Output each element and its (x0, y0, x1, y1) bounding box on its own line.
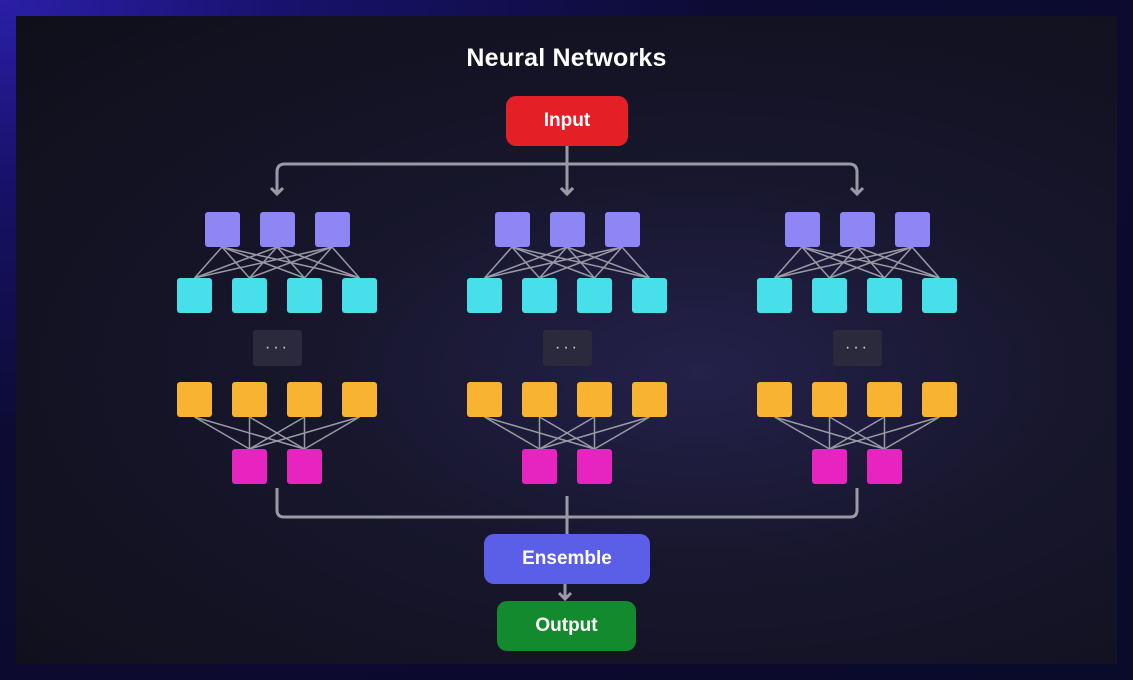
network-3-edge-l3-l4 (774, 416, 830, 450)
network-3-edge-l1-l2 (774, 246, 913, 279)
network-2-edge-l3-l4 (539, 416, 650, 450)
network-3-layer3-node-1 (757, 382, 792, 417)
network-1-layer3-node-3 (287, 382, 322, 417)
network-3-edge-l1-l2 (773, 246, 803, 279)
network-1-layer4-node-1 (232, 449, 267, 484)
network-1-edge-l1-l2 (193, 246, 223, 279)
network-3-layer2-node-2 (812, 278, 847, 313)
network-1-layer3-node-1 (177, 382, 212, 417)
network-1-edge-l3-l4 (249, 416, 305, 450)
network-3-layer1-node-1 (784, 212, 820, 247)
network-2-layer2-node-4 (632, 278, 667, 313)
network-1-layer2-node-2 (232, 278, 267, 313)
network-1-layer1-node-2 (259, 212, 295, 247)
network-1-layer3-node-4 (342, 382, 377, 417)
network-3-layer1-node-2 (839, 212, 875, 247)
network-1-layer2-node-3 (287, 278, 322, 313)
network-3-edge-l1-l2 (883, 246, 913, 279)
network-1-edge-l3-l4 (249, 416, 360, 450)
network-2-edge-l1-l2 (483, 246, 513, 279)
network-2-ellipsis: ··· (543, 330, 592, 366)
network-1-layer2-node-4 (342, 278, 377, 313)
network-2-edge-l3-l4 (594, 416, 650, 450)
network-1-layer4-node-2 (287, 449, 322, 484)
network-2-layer2-node-1 (467, 278, 502, 313)
network-3-edge-l3-l4 (829, 416, 940, 450)
network-3-edge-l1-l2 (911, 246, 941, 279)
network-2-layer3-node-3 (577, 382, 612, 417)
network-2-layer3-node-4 (632, 382, 667, 417)
network-2-layer4-node-1 (522, 449, 557, 484)
ensemble-node: Ensemble (484, 534, 650, 584)
network-3-layer2-node-3 (867, 278, 902, 313)
network-1-layer3-node-2 (232, 382, 267, 417)
network-2-edge-l1-l2 (621, 246, 651, 279)
network-1-edge-l1-l2 (194, 246, 333, 279)
network-2-layer4-node-2 (577, 449, 612, 484)
diagram-title: Neural Networks (466, 44, 667, 72)
network-1-edge-l1-l2 (331, 246, 361, 279)
network-3-layer4-node-1 (812, 449, 847, 484)
network-2-layer2-node-2 (522, 278, 557, 313)
network-2-layer3-node-1 (467, 382, 502, 417)
network-3-layer2-node-4 (922, 278, 957, 313)
network-1-edge-l1-l2 (249, 246, 333, 279)
network-2-layer1-node-3 (604, 212, 640, 247)
network-3-edge-l1-l2 (774, 246, 858, 279)
network-3-ellipsis: ··· (833, 330, 882, 366)
network-3-edge-l1-l2 (829, 246, 913, 279)
network-1-layer1-node-1 (204, 212, 240, 247)
network-2-edge-l1-l2 (539, 246, 623, 279)
network-1-edge-l3-l4 (304, 416, 360, 450)
network-2-edge-l1-l2 (484, 246, 623, 279)
network-2-edge-l1-l2 (484, 246, 568, 279)
network-3-layer1-node-3 (894, 212, 930, 247)
network-1-edge-l1-l2 (303, 246, 333, 279)
network-3-edge-l3-l4 (829, 416, 885, 450)
network-2-layer1-node-2 (549, 212, 585, 247)
network-3-edge-l3-l4 (884, 416, 940, 450)
network-2-layer1-node-1 (494, 212, 530, 247)
network-2-edge-l3-l4 (484, 416, 540, 450)
connector-lines (193, 146, 941, 602)
network-3-layer3-node-4 (922, 382, 957, 417)
network-1-layer2-node-1 (177, 278, 212, 313)
network-2-edge-l3-l4 (539, 416, 595, 450)
network-1-ellipsis: ··· (253, 330, 302, 366)
network-2-layer3-node-2 (522, 382, 557, 417)
network-3-layer2-node-1 (757, 278, 792, 313)
output-node: Output (497, 601, 636, 651)
network-3-layer3-node-3 (867, 382, 902, 417)
network-1-edge-l3-l4 (194, 416, 250, 450)
network-2-edge-l1-l2 (593, 246, 623, 279)
network-2-layer2-node-3 (577, 278, 612, 313)
diagram-card: Neural Networks Input ··· ··· ··· Ensemble… (16, 16, 1117, 664)
input-node: Input (506, 96, 628, 146)
network-3-layer3-node-2 (812, 382, 847, 417)
network-1-edge-l1-l2 (194, 246, 278, 279)
network-1-layer1-node-3 (314, 212, 350, 247)
network-3-layer4-node-2 (867, 449, 902, 484)
